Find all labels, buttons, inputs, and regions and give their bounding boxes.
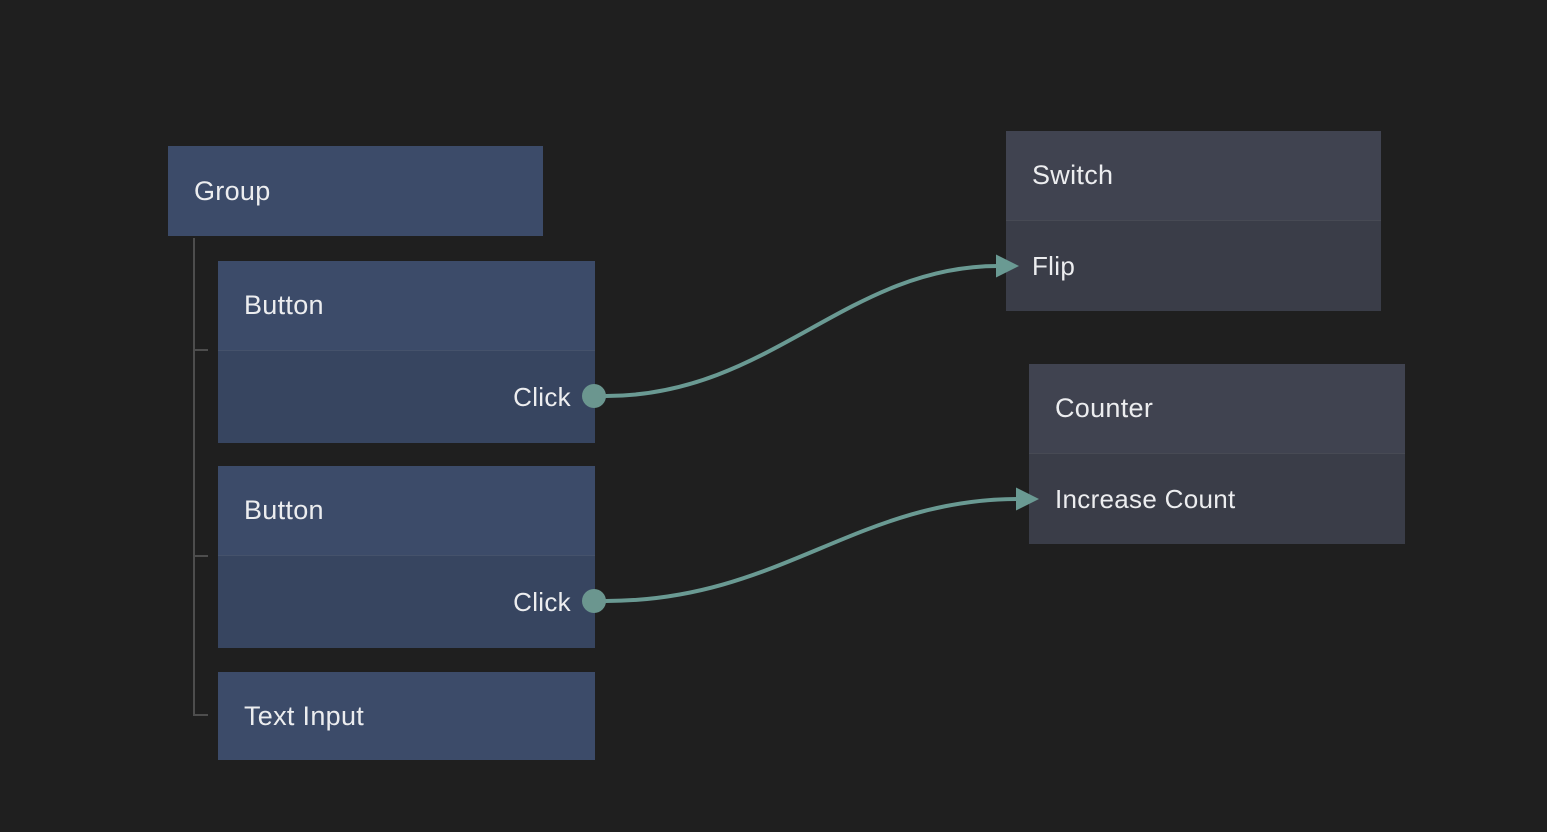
port-row-click-2: Click — [218, 555, 595, 648]
node-button-2-title: Button — [218, 466, 595, 555]
edge-click2-to-increase-count[interactable] — [604, 497, 1020, 603]
node-button-1-title: Button — [218, 261, 595, 350]
node-button-1[interactable]: Button Click — [218, 261, 595, 443]
node-switch[interactable]: Switch Flip — [1006, 131, 1381, 311]
tree-line-group-children — [193, 238, 208, 716]
node-button-2[interactable]: Button Click — [218, 466, 595, 648]
edge-click1-to-flip[interactable] — [604, 264, 1000, 398]
output-port-label-click-1: Click — [513, 381, 571, 412]
node-group-title: Group — [168, 146, 543, 236]
input-port-label-increase-count: Increase Count — [1055, 483, 1236, 514]
output-port-label-click-2: Click — [513, 586, 571, 617]
node-text-input[interactable]: Text Input — [218, 672, 595, 760]
input-port-label-flip: Flip — [1032, 250, 1076, 281]
port-row-flip: Flip — [1006, 220, 1381, 311]
port-row-click-1: Click — [218, 350, 595, 443]
node-counter-title: Counter — [1029, 364, 1405, 453]
node-group[interactable]: Group — [168, 146, 543, 236]
node-text-input-title: Text Input — [218, 672, 595, 760]
port-row-increase-count: Increase Count — [1029, 453, 1405, 544]
node-counter[interactable]: Counter Increase Count — [1029, 364, 1405, 544]
node-switch-title: Switch — [1006, 131, 1381, 220]
